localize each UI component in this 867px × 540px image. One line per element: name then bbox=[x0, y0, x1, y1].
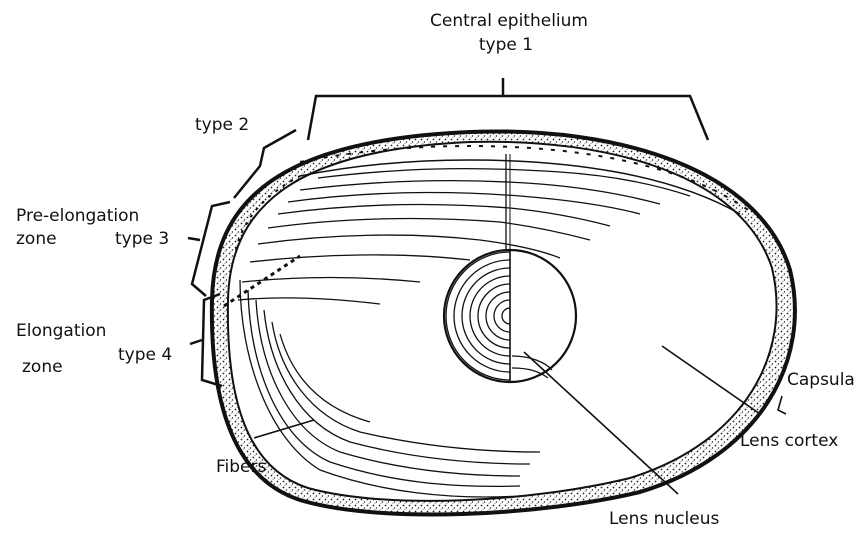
pre-elongation-label: Pre-elongation bbox=[16, 206, 139, 226]
type1-label: type 1 bbox=[479, 35, 533, 55]
type4-label: type 4 bbox=[118, 345, 172, 365]
type3-label: type 3 bbox=[115, 229, 169, 249]
pre-elongation-zone-label: zone bbox=[16, 229, 57, 249]
type2-label: type 2 bbox=[195, 115, 249, 135]
central-epithelium-label: Central epithelium bbox=[430, 11, 588, 31]
lens-nucleus-label: Lens nucleus bbox=[609, 509, 720, 529]
fibers-label: Fibers bbox=[216, 457, 267, 477]
elongation-zone-label: zone bbox=[22, 357, 63, 377]
lens-cortex-label: Lens cortex bbox=[740, 431, 838, 451]
lens-nucleus bbox=[444, 250, 576, 382]
elongation-label: Elongation bbox=[16, 321, 106, 341]
capsula-label: Capsula bbox=[787, 370, 855, 390]
